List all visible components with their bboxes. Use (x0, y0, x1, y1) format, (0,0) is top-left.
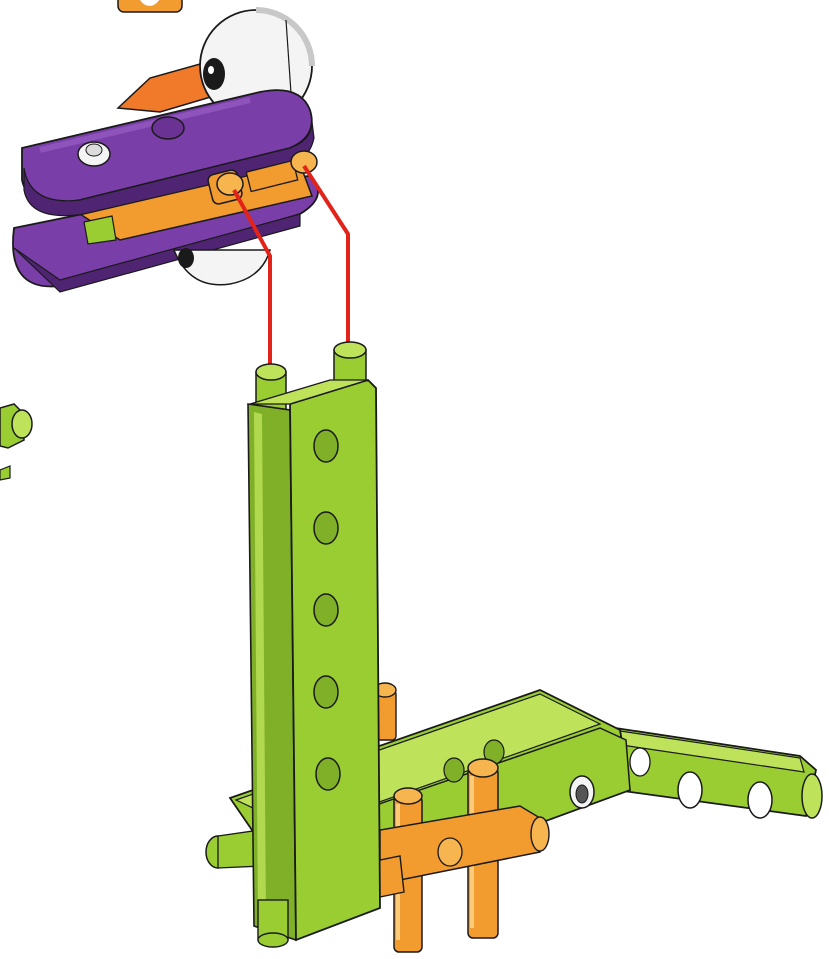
angled-beam-hole-1 (678, 772, 702, 808)
vertical-beam-hole-5 (316, 758, 340, 790)
bird-head-assembly (13, 10, 318, 292)
bottom-eye (174, 248, 270, 285)
plate-hole (152, 117, 184, 139)
vertical-beam-hole-3 (314, 594, 338, 626)
vertical-beam-hole-1 (314, 430, 338, 462)
angled-beam-hole-2 (748, 782, 772, 818)
vertical-beam-hole-4 (314, 676, 338, 708)
base-beam-hole-3 (444, 758, 464, 782)
vertical-beam-hole-2 (314, 512, 338, 544)
step-badge (118, 0, 182, 12)
angled-beam-hole-3 (630, 748, 650, 776)
vertical-beam (248, 342, 380, 947)
cropped-green-part (0, 404, 32, 480)
